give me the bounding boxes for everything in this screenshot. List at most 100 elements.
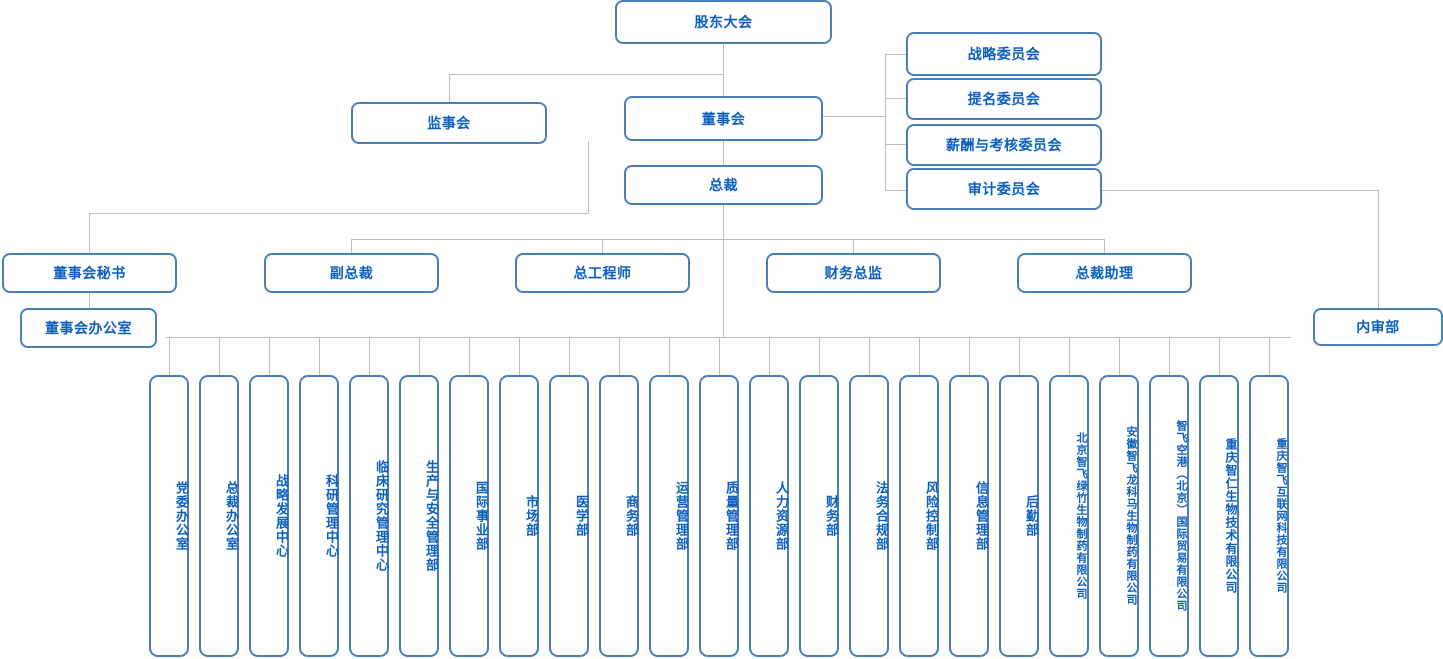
node-label: 重庆智飞互联网科技有限公司: [1275, 438, 1288, 594]
node-department[interactable]: 风险控制部: [899, 375, 939, 657]
connector-board-to-committees: [823, 116, 885, 117]
node-label: 北京智飞绿竹生物制药有限公司: [1075, 432, 1088, 600]
node-vice-president[interactable]: 副总裁: [264, 253, 439, 293]
node-label: 董事会办公室: [45, 321, 132, 337]
node-president-assistant[interactable]: 总裁助理: [1017, 253, 1192, 293]
node-label: 股东大会: [694, 15, 753, 31]
node-label: 副总裁: [329, 266, 374, 282]
node-board-office[interactable]: 董事会办公室: [20, 308, 157, 348]
node-label: 党委办公室: [173, 481, 188, 551]
node-label: 重庆智仁生物技术有限公司: [1224, 438, 1238, 594]
connector-exec-chief-engineer: [602, 239, 603, 253]
node-shareholders-meeting[interactable]: 股东大会: [615, 0, 832, 44]
connector-department-stub: [369, 337, 370, 375]
node-department[interactable]: 总裁办公室: [199, 375, 239, 657]
connector-department-stub: [1269, 337, 1270, 375]
node-committee-strategy[interactable]: 战略委员会: [906, 32, 1102, 76]
connector-exec-vp: [351, 239, 352, 253]
node-department[interactable]: 安徽智飞龙科马生物制药有限公司: [1099, 375, 1139, 657]
node-label: 总裁助理: [1075, 266, 1134, 282]
connector-department-stub: [1119, 337, 1120, 375]
node-label: 医学部: [573, 495, 588, 537]
node-department[interactable]: 生产与安全管理部: [399, 375, 439, 657]
node-committee-audit[interactable]: 审计委员会: [906, 168, 1102, 210]
node-board-of-directors[interactable]: 董事会: [624, 96, 823, 141]
connector-department-stub: [469, 337, 470, 375]
connector-committee-2: [885, 98, 907, 99]
connector-exec-assistant: [1104, 239, 1105, 253]
node-supervisory-board[interactable]: 监事会: [351, 102, 547, 144]
node-chief-engineer[interactable]: 总工程师: [515, 253, 690, 293]
node-label: 总工程师: [573, 266, 632, 282]
connector-department-stub: [219, 337, 220, 375]
node-label: 人力资源部: [773, 481, 788, 551]
node-label: 内审部: [1356, 320, 1400, 336]
node-label: 薪酬与考核委员会: [946, 138, 1062, 154]
node-department[interactable]: 信息管理部: [949, 375, 989, 657]
connector-exec-cfo: [853, 239, 854, 253]
node-department[interactable]: 运营管理部: [649, 375, 689, 657]
node-department[interactable]: 法务合规部: [849, 375, 889, 657]
connector-board-to-supervisory-horizontal: [449, 74, 724, 75]
connector-department-stub: [869, 337, 870, 375]
connector-department-stub: [319, 337, 320, 375]
node-committee-remuneration[interactable]: 薪酬与考核委员会: [906, 124, 1102, 166]
node-internal-audit[interactable]: 内审部: [1313, 308, 1443, 346]
connector-department-stub: [519, 337, 520, 375]
node-label: 生产与安全管理部: [423, 460, 438, 572]
node-label: 安徽智飞龙科马生物制药有限公司: [1125, 426, 1138, 606]
node-label: 财务总监: [824, 266, 883, 282]
node-department[interactable]: 党委办公室: [149, 375, 189, 657]
connector-board-secretary-drop: [588, 141, 589, 213]
node-department[interactable]: 重庆智飞互联网科技有限公司: [1249, 375, 1289, 657]
node-department[interactable]: 智飞空港（北京）国际贸易有限公司: [1149, 375, 1189, 657]
connector-audit-to-internal-audit-vertical: [1378, 190, 1379, 308]
node-department[interactable]: 国际事业部: [449, 375, 489, 657]
connector-department-stub: [969, 337, 970, 375]
connector-audit-to-internal-audit-horizontal: [1101, 190, 1378, 191]
node-label: 国际事业部: [473, 481, 488, 551]
node-department[interactable]: 临床研究管理中心: [349, 375, 389, 657]
connector-department-stub: [619, 337, 620, 375]
node-label: 商务部: [623, 495, 638, 537]
node-department[interactable]: 医学部: [549, 375, 589, 657]
connector-department-stub: [1069, 337, 1070, 375]
node-department[interactable]: 财务部: [799, 375, 839, 657]
node-label: 法务合规部: [873, 481, 888, 551]
node-label: 战略发展中心: [273, 474, 288, 558]
node-department[interactable]: 后勤部: [999, 375, 1039, 657]
node-committee-nomination[interactable]: 提名委员会: [906, 78, 1102, 120]
node-board-secretary[interactable]: 董事会秘书: [2, 253, 177, 293]
node-label: 智飞空港（北京）国际贸易有限公司: [1175, 420, 1188, 612]
connector-board-to-president: [723, 141, 724, 165]
connector-president-trunk: [723, 205, 724, 337]
node-department[interactable]: 市场部: [499, 375, 539, 657]
connector-department-stub: [169, 337, 170, 375]
connector-department-stub: [1019, 337, 1020, 375]
node-label: 质量管理部: [723, 481, 738, 551]
node-cfo[interactable]: 财务总监: [766, 253, 941, 293]
node-department[interactable]: 人力资源部: [749, 375, 789, 657]
node-department[interactable]: 商务部: [599, 375, 639, 657]
connector-department-stub: [269, 337, 270, 375]
node-department[interactable]: 战略发展中心: [249, 375, 289, 657]
connector-secretary-to-office: [89, 293, 90, 308]
connector-department-stub: [1169, 337, 1170, 375]
node-department[interactable]: 科研管理中心: [299, 375, 339, 657]
connector-committee-1: [885, 54, 907, 55]
node-label: 总裁办公室: [223, 481, 238, 551]
connector-committee-3: [885, 144, 907, 145]
node-label: 财务部: [823, 495, 838, 537]
connector-department-stub: [1219, 337, 1220, 375]
connector-shareholders-to-board: [723, 44, 724, 100]
connector-supervisory-drop: [449, 74, 450, 102]
node-president[interactable]: 总裁: [624, 165, 823, 205]
connector-department-stub: [719, 337, 720, 375]
node-department[interactable]: 重庆智仁生物技术有限公司: [1199, 375, 1239, 657]
node-label: 战略委员会: [967, 47, 1041, 63]
node-department[interactable]: 质量管理部: [699, 375, 739, 657]
connector-secretary-stub: [89, 213, 90, 253]
connector-department-stub: [919, 337, 920, 375]
node-department[interactable]: 北京智飞绿竹生物制药有限公司: [1049, 375, 1089, 657]
